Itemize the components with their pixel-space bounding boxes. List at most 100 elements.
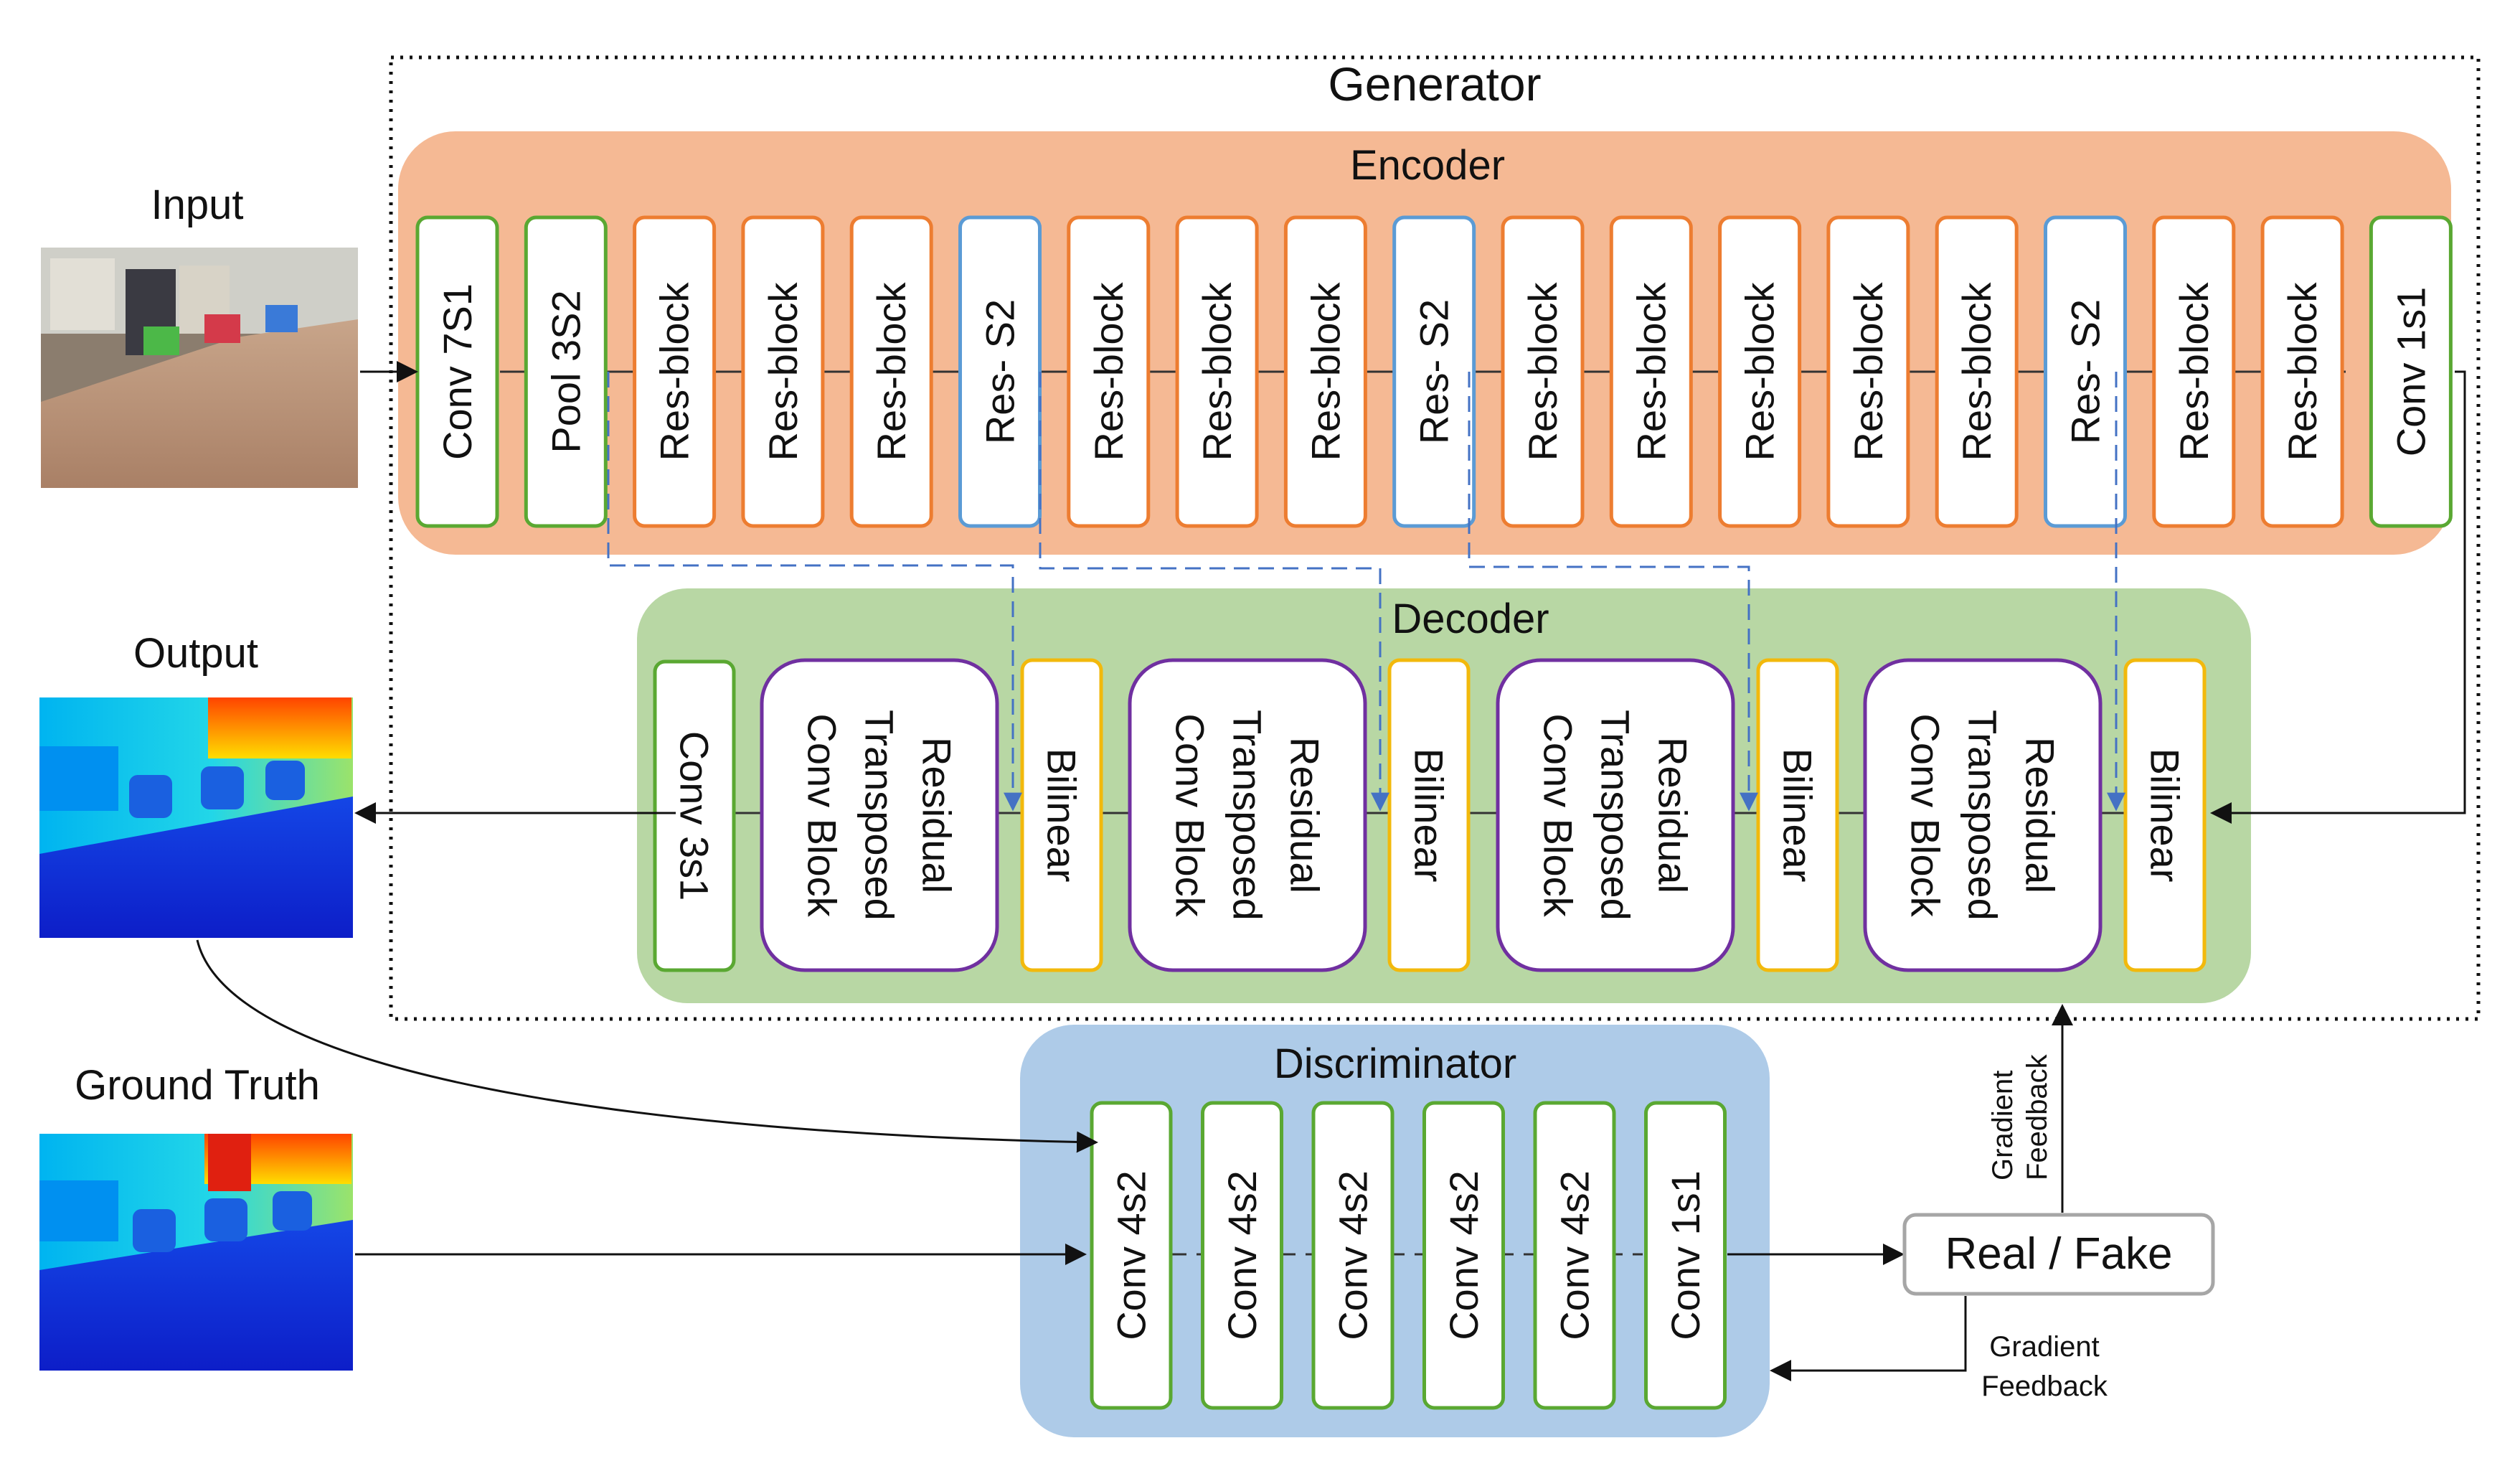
encoder-block-11-res-block-label: Res-block	[1520, 282, 1565, 461]
discriminator-block-6-conv-1s1: Conv 1s1	[1644, 1101, 1727, 1410]
encoder-block-10-res-s2: Res- S2	[1392, 215, 1476, 528]
encoder-block-2-pool-3s2-label: Pool 3S2	[543, 290, 588, 453]
encoder-block-7-res-block-label-line-1: Res-block	[1086, 282, 1131, 461]
discriminator-block-6-conv-1s1-label-line-1: Conv 1s1	[1663, 1170, 1708, 1340]
encoder-block-12-res-block-box	[1609, 215, 1693, 528]
discriminator-title: Discriminator	[1274, 1040, 1516, 1087]
encoder-block-1-conv-7s1-label-line-1: Conv 7S1	[435, 283, 480, 460]
encoder-block-11-res-block-label-line-1: Res-block	[1520, 282, 1565, 461]
encoder-block-13-res-block-label-line-1: Res-block	[1737, 282, 1783, 461]
ground-truth-depth-image	[39, 1134, 353, 1371]
discriminator-block-5-conv-4s2: Conv 4s2	[1533, 1101, 1616, 1410]
encoder-block-14-res-block-box	[1826, 215, 1910, 528]
ground-truth-label: Ground Truth	[75, 1062, 320, 1109]
encoder-block-1-conv-7s1-label: Conv 7S1	[435, 283, 480, 460]
decoder-residual-transposed-conv-block-1-label-line-1: Residual	[915, 737, 960, 893]
discriminator-block-3-conv-4s2-label: Conv 4s2	[1331, 1170, 1376, 1340]
discriminator-block-6-conv-1s1-box	[1644, 1101, 1727, 1410]
gradient-feedback-line2: Feedback	[1981, 1371, 2108, 1402]
decoder-residual-transposed-conv-block-3-label: Residual Transposed Conv Block	[1536, 710, 1696, 921]
encoder-block-9-res-block-label-line-1: Res-block	[1303, 282, 1348, 461]
decoder-bilinear-2-box	[1387, 658, 1471, 972]
decoder-conv-3s1-label-line-1: Conv 3s1	[672, 731, 717, 901]
encoder-block-18-res-block-label-line-1: Res-block	[2280, 282, 2325, 461]
encoder-block-17-res-block-box	[2152, 215, 2236, 528]
encoder-block-8-res-block-label: Res-block	[1194, 282, 1240, 461]
decoder-bilinear-2-label-line-1: Bilinear	[1407, 748, 1452, 883]
encoder-block-2-pool-3s2-box	[524, 215, 608, 528]
decoder-residual-transposed-conv-block-3-label-line-3: Conv Block	[1536, 713, 1581, 917]
decoder-residual-transposed-conv-block-3-label-line-2: Transposed	[1593, 710, 1638, 921]
decoder-bilinear-4-box	[2123, 658, 2207, 972]
decoder-residual-transposed-conv-block-2-label-line-2: Transposed	[1225, 710, 1270, 921]
encoder-block-8-res-block: Res-block	[1175, 215, 1259, 528]
discriminator-block-4-conv-4s2-label-line-1: Conv 4s2	[1441, 1170, 1486, 1340]
decoder-residual-transposed-conv-block-4-label-line-3: Conv Block	[1903, 713, 1948, 917]
encoder-block-6-res-s2-label-line-1: Res- S2	[978, 299, 1023, 444]
decoder-bilinear-2: Bilinear	[1387, 658, 1471, 972]
encoder-block-13-res-block-label: Res-block	[1737, 282, 1783, 461]
decoder-residual-transposed-conv-block-1-label-line-3: Conv Block	[800, 713, 845, 917]
discriminator-block-5-conv-4s2-label-line-1: Conv 4s2	[1552, 1170, 1598, 1340]
input-label: Input	[151, 182, 244, 228]
encoder-block-13-res-block: Res-block	[1718, 215, 1802, 528]
encoder-block-14-res-block-label-line-1: Res-block	[1846, 282, 1891, 461]
encoder-block-3-res-block: Res-block	[633, 215, 717, 528]
decoder-bilinear-4-label-line-1: Bilinear	[2143, 748, 2188, 883]
encoder-title: Encoder	[1350, 142, 1505, 189]
gradient-feedback-vertical-line1: Gradient	[1987, 1071, 2019, 1180]
gradient-feedback-line1: Gradient	[1989, 1331, 2099, 1363]
discriminator-block-3-conv-4s2: Conv 4s2	[1311, 1101, 1395, 1410]
decoder-bilinear-3-box	[1756, 658, 1839, 972]
discriminator-blocks: Conv 4s2 Conv 4s2 Conv 4s2 Conv 4s2 Conv 4s2…	[1090, 1101, 1727, 1410]
discriminator-block-5-conv-4s2-box	[1533, 1101, 1616, 1410]
encoder-block-12-res-block-label-line-1: Res-block	[1628, 282, 1674, 461]
encoder-block-10-res-s2-label-line-1: Res- S2	[1412, 299, 1457, 444]
encoder-block-7-res-block-label: Res-block	[1086, 282, 1131, 461]
decoder-residual-transposed-conv-block-2-label-line-3: Conv Block	[1168, 713, 1213, 917]
encoder-block-14-res-block: Res-block	[1826, 215, 1910, 528]
encoder-block-12-res-block-label: Res-block	[1628, 282, 1674, 461]
encoder-blocks: Conv 7S1 Pool 3S2 Res-block Res-block Res-bl…	[415, 215, 2453, 528]
decoder-residual-transposed-conv-block-3-label-line-1: Residual	[1651, 737, 1696, 893]
encoder-block-16-res-s2-box	[2044, 215, 2127, 528]
encoder-block-19-conv-1s1-box	[2369, 215, 2453, 528]
discriminator-block-2-conv-4s2-label: Conv 4s2	[1219, 1170, 1265, 1340]
encoder-block-8-res-block-box	[1175, 215, 1259, 528]
decoder-residual-transposed-conv-block-4-box	[1863, 658, 2103, 972]
encoder-block-1-conv-7s1: Conv 7S1	[415, 215, 499, 528]
output-to-discriminator-arrow	[196, 939, 1098, 1153]
encoder-block-10-res-s2-label: Res- S2	[1412, 299, 1457, 444]
encoder-block-4-res-block: Res-block	[741, 215, 825, 528]
encoder-block-14-res-block-label: Res-block	[1846, 282, 1891, 461]
decoder-bilinear-1-label: Bilinear	[1039, 748, 1085, 883]
discriminator-block-1-conv-4s2-label-line-1: Conv 4s2	[1109, 1170, 1154, 1340]
decoder-conv-3s1-label: Conv 3s1	[672, 731, 717, 901]
real-fake-box	[1902, 1213, 2215, 1296]
decoder-residual-transposed-conv-block-3-box	[1496, 658, 1735, 972]
decoder-blocks: Conv 3s1 Residual Transposed Conv Block Bili…	[653, 658, 2207, 972]
discriminator-block-3-conv-4s2-box	[1311, 1101, 1395, 1410]
decoder-conv-3s1-box	[653, 659, 736, 972]
generator-frame	[389, 55, 2481, 1021]
real-fake-label: Real / Fake	[1945, 1229, 2172, 1279]
skip-connection-2	[1039, 372, 1389, 812]
encoder-block-13-res-block-box	[1718, 215, 1802, 528]
encoder-block-15-res-block-label-line-1: Res-block	[1954, 282, 1999, 461]
encoder-block-5-res-block: Res-block	[849, 215, 933, 528]
decoder-conv-3s1: Conv 3s1	[653, 659, 736, 972]
skip-connection-1	[607, 372, 1022, 812]
encoder-block-19-conv-1s1-label: Conv 1s1	[2388, 287, 2433, 457]
discriminator-block-3-conv-4s2-label-line-1: Conv 4s2	[1331, 1170, 1376, 1340]
discriminator-block-4-conv-4s2-box	[1422, 1101, 1505, 1410]
decoder-bilinear-1: Bilinear	[1020, 658, 1103, 972]
decoder-residual-transposed-conv-block-2-box	[1128, 658, 1367, 972]
output-label: Output	[133, 630, 258, 677]
encoder-block-7-res-block: Res-block	[1067, 215, 1151, 528]
encoder-block-15-res-block-label: Res-block	[1954, 282, 1999, 461]
discriminator-block-4-conv-4s2: Conv 4s2	[1422, 1101, 1505, 1410]
